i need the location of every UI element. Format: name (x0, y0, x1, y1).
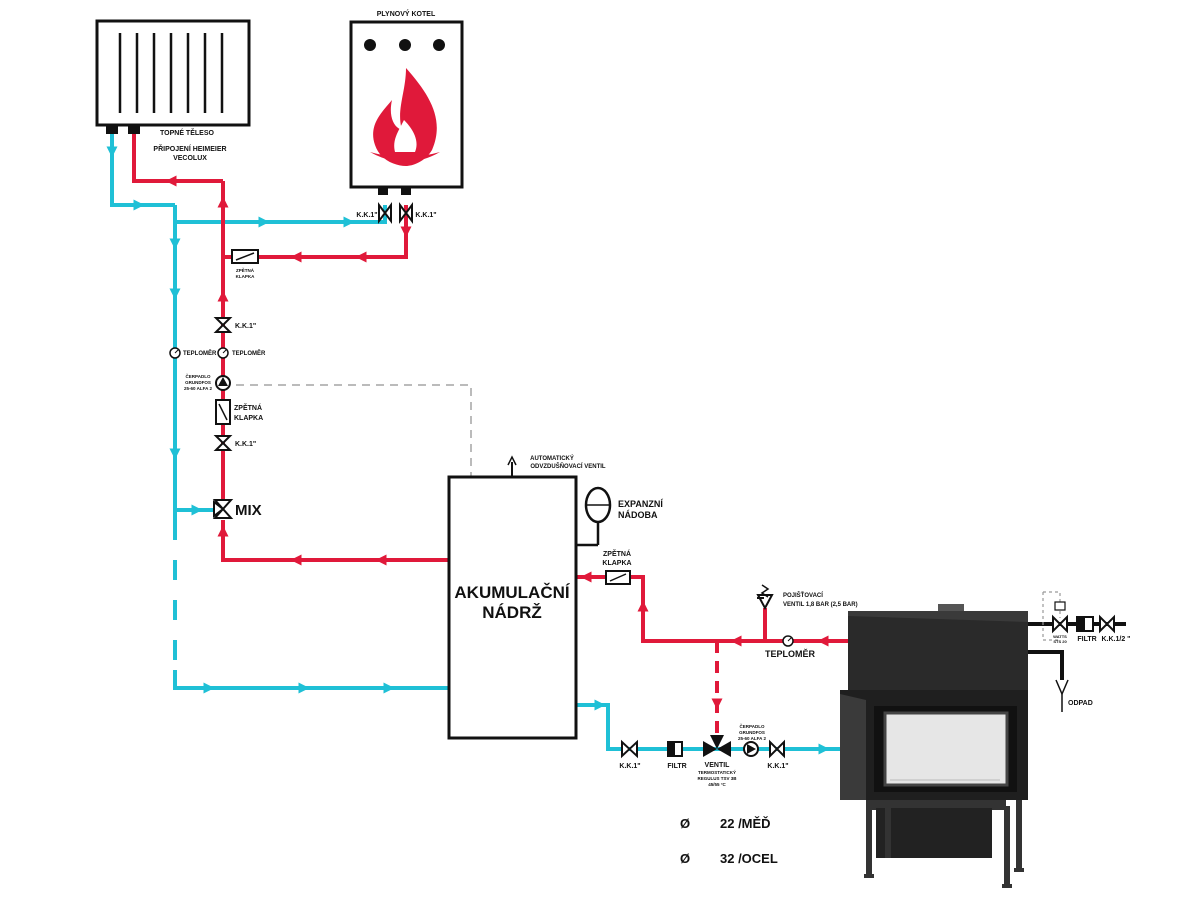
stove-thermometer-label: TEPLOMĚR (765, 648, 816, 659)
expansion-line2: NÁDOBA (618, 510, 658, 520)
stove-check-valve-line2: KLAPKA (602, 560, 631, 567)
watts-line2: STS 20 (1053, 639, 1067, 644)
expansion-vessel-icon (576, 486, 612, 547)
watts-valve-icon (1052, 601, 1068, 634)
boiler-valve-left-icon[interactable] (378, 202, 392, 224)
thermometer-cold-label: TEPLOMĚR (183, 349, 217, 357)
filter-label: FILTR (667, 763, 686, 770)
ventil-line3: REGULUS TSV 3B (697, 776, 737, 781)
boiler-valve-right-label: K.K.1" (415, 212, 436, 219)
stove-thermometer-icon (782, 635, 794, 647)
boiler-valve-right-icon[interactable] (399, 202, 413, 224)
thermometer-cold-icon (169, 347, 181, 359)
stove-pump-icon (743, 741, 759, 757)
left-valve-upper-label: K.K.1" (235, 323, 256, 330)
boiler-check-valve-line2: KLAPKA (236, 274, 255, 279)
cooling-filter-icon (1076, 616, 1094, 632)
watts-line1: WATTS (1053, 634, 1067, 639)
thermometer-hot-icon (217, 347, 229, 359)
left-pump-line2: GRUNDFOS (185, 380, 211, 385)
air-vent-line1: AUTOMATICKÝ (530, 455, 574, 462)
left-pump-icon (215, 375, 231, 391)
safety-valve-line1: POJIŠŤOVACÍ (783, 591, 823, 599)
left-valve-lower-icon[interactable] (213, 435, 233, 451)
safety-valve-line2: VENTIL 1,8 BAR (2,5 BAR) (783, 602, 858, 608)
drain-label: ODPAD (1068, 700, 1093, 707)
left-pump-line3: 25-60 ALFA 2 (184, 386, 212, 391)
filter-icon (667, 741, 683, 757)
drain-funnel-icon (1055, 679, 1069, 712)
air-vent-line2: ODVZDUŠŇOVACÍ VENTIL (530, 462, 606, 470)
left-valve-lower-label: K.K.1" (235, 441, 256, 448)
air-vent-icon (507, 455, 517, 477)
radiator-connection-line2: VECOLUX (173, 155, 207, 162)
cooling-valve-label: K.K.1/2 " (1102, 636, 1131, 643)
left-check-valve-line2: KLAPKA (234, 415, 263, 422)
safety-valve-icon (756, 584, 774, 611)
ventil-line2: TERMOSTATICKÝ (698, 769, 736, 775)
left-check-valve-icon (215, 399, 231, 425)
control-dashed-line (236, 384, 472, 476)
radiator (95, 19, 251, 134)
stove-return-valve-label: K.K.1" (619, 763, 640, 770)
stove-pump-line1: ČERPADLO (740, 723, 765, 729)
stove-pump-line3: 25-60 ALFA 2 (738, 736, 766, 741)
stove-check-valve-line1: ZPĚTNÁ (603, 549, 631, 558)
mix-label: MIX (235, 502, 262, 519)
left-valve-upper-icon[interactable] (213, 317, 233, 333)
boiler-check-valve-line1: ZPĚTNÁ (236, 266, 255, 273)
mix-valve-icon[interactable] (212, 499, 234, 519)
radiator-title: TOPNÉ TĚLESO (160, 128, 214, 137)
left-pump-line1: ČERPADLO (186, 373, 211, 379)
stove-valve-icon[interactable] (769, 739, 785, 759)
ventil-title: VENTIL (705, 762, 731, 769)
stove-pump-line2: GRUNDFOS (739, 730, 765, 735)
legend-symbol-2: Ø (680, 851, 690, 866)
cooling-valve-icon[interactable] (1099, 614, 1115, 634)
ventil-line4: 45/55 °C (708, 782, 726, 787)
legend-text-1: 22 /MĚĎ (720, 816, 771, 831)
fireplace-stove (840, 604, 1028, 888)
gas-boiler-title: PLYNOVÝ KOTEL (377, 9, 436, 18)
legend-text-2: 32 /OCEL (720, 851, 778, 866)
boiler-check-valve-icon (231, 249, 259, 264)
stove-valve-label: K.K.1" (767, 763, 788, 770)
cooling-filter-label: FILTR (1077, 636, 1096, 643)
stove-check-valve-icon (605, 570, 631, 585)
legend: Ø 22 /MĚĎ Ø 32 /OCEL (680, 816, 778, 866)
expansion-line1: EXPANZNÍ (618, 499, 663, 509)
tank-label-line2: NÁDRŽ (482, 603, 542, 622)
stove-return-valve-icon[interactable] (621, 739, 638, 759)
legend-symbol-1: Ø (680, 816, 690, 831)
thermostatic-valve-icon (703, 735, 731, 757)
boiler-valve-left-label: K.K.1" (356, 212, 377, 219)
flame-icon (370, 68, 440, 166)
left-check-valve-line1: ZPĚTNÁ (234, 403, 262, 412)
tank-label-line1: AKUMULAČNÍ (454, 583, 570, 602)
radiator-connection-line1: PŘIPOJENÍ HEIMEIER (153, 144, 226, 153)
thermometer-hot-label: TEPLOMĚR (232, 349, 266, 357)
